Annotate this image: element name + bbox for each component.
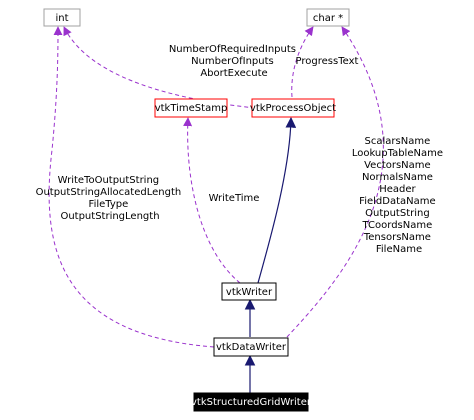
node-char-label: char * [313, 13, 343, 24]
label-line: Header [379, 184, 416, 195]
label-line: TCoordsName [362, 220, 433, 231]
node-vtktimestamp-label: vtkTimeStamp [155, 103, 228, 114]
node-vtkprocessobject[interactable]: vtkProcessObject [250, 98, 336, 118]
label-line: VectorsName [364, 160, 431, 171]
edge-datawriter-to-int [48, 26, 215, 348]
edge-processobject-to-char [291, 26, 314, 98]
node-int-label: int [55, 13, 68, 24]
label-process-to-int: NumberOfRequiredInputs NumberOfInputs Ab… [169, 44, 299, 79]
label-process-to-char: ProgressText [296, 56, 359, 67]
label-line: ProgressText [296, 56, 359, 67]
label-line: OutputStringAllocatedLength [36, 187, 182, 198]
label-line: LookupTableName [352, 148, 443, 159]
node-vtkwriter-label: vtkWriter [226, 287, 273, 298]
edge-labels: NumberOfRequiredInputs NumberOfInputs Ab… [36, 44, 446, 255]
label-line: FileType [89, 199, 129, 210]
node-int[interactable]: int [43, 8, 81, 27]
label-line: AbortExecute [200, 68, 267, 79]
node-vtkstructuredgridwriter[interactable]: vtkStructuredGridWriter [191, 392, 312, 412]
edge-datawriter-to-char [286, 26, 384, 338]
label-line: NumberOfRequiredInputs [169, 44, 296, 55]
label-line: OutputString [365, 208, 430, 219]
label-line: ScalarsName [365, 136, 431, 147]
edge-writer-to-processobject [257, 116, 297, 284]
label-line: WriteTime [209, 193, 260, 204]
label-line: NumberOfInputs [191, 56, 274, 67]
label-line: FieldDataName [359, 196, 435, 207]
node-vtkdatawriter-label: vtkDataWriter [216, 342, 287, 353]
label-datawriter-to-char: ScalarsName LookupTableName VectorsName … [352, 136, 446, 255]
edge-writer-to-timestamp [183, 117, 241, 284]
label-line: OutputStringLength [60, 211, 159, 222]
node-vtkstructuredgridwriter-label: vtkStructuredGridWriter [191, 397, 312, 408]
node-vtkwriter[interactable]: vtkWriter [221, 282, 277, 301]
label-line: WriteToOutputString [58, 175, 160, 186]
label-line: FileName [376, 244, 422, 255]
label-line: NormalsName [362, 172, 433, 183]
label-writer-to-int: WriteToOutputString OutputStringAllocate… [36, 175, 185, 222]
node-char[interactable]: char * [306, 8, 350, 27]
node-vtktimestamp[interactable]: vtkTimeStamp [154, 98, 228, 118]
label-line: TensorsName [363, 232, 431, 243]
node-vtkprocessobject-label: vtkProcessObject [250, 103, 336, 114]
label-writer-to-timestamp: WriteTime [209, 193, 260, 204]
node-vtkdatawriter[interactable]: vtkDataWriter [213, 337, 289, 357]
